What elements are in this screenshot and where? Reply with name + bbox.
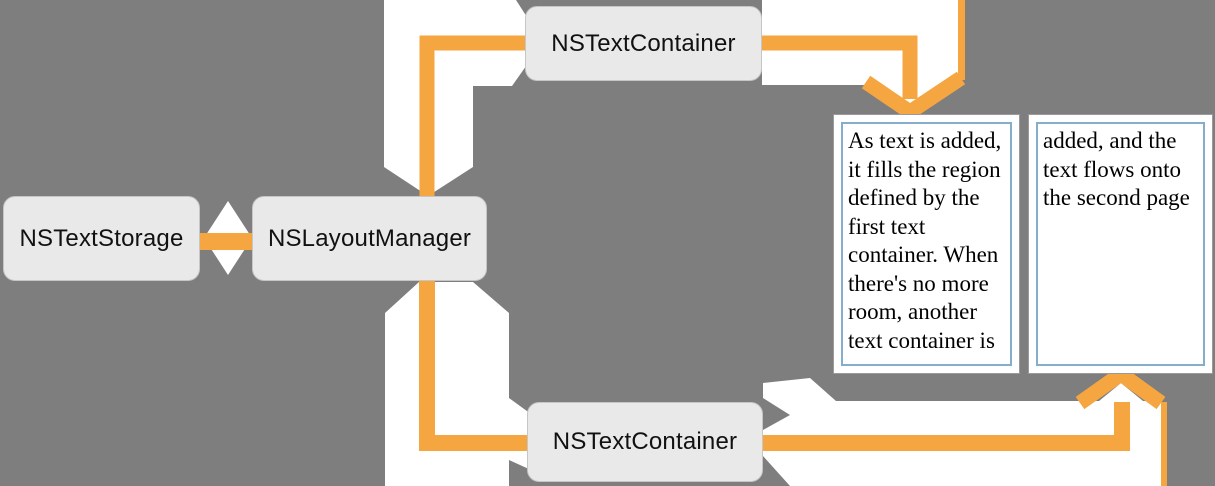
node-nstextstorage: NSTextStorage (3, 196, 200, 281)
node-nstextcontainer-bottom: NSTextContainer (527, 402, 763, 482)
page-2-text-container-outline: added, and the text flows onto the secon… (1036, 122, 1205, 366)
halo-layoutmanager-to-bottom-container (385, 282, 531, 486)
page-1: As text is added, it fills the region de… (833, 114, 1020, 374)
node-nslayoutmanager: NSLayoutManager (252, 196, 487, 281)
node-nstextstorage-label: NSTextStorage (19, 224, 184, 252)
page-2-line: text flows onto (1043, 156, 1181, 182)
halo-bottom-container-to-page2 (763, 378, 1161, 486)
page-2-line: added, and the (1043, 128, 1177, 153)
page-1-line: defined by the (848, 185, 980, 210)
page-1-line: there's no more (848, 270, 989, 296)
page-1-line: first text (848, 213, 926, 239)
page-1-text: As text is added, it fills the region de… (848, 127, 1010, 355)
arrowhead-down-page1 (861, 71, 966, 122)
page-1-line: it fills the region (848, 156, 1001, 182)
page-2-text: added, and the text flows onto the secon… (1043, 127, 1203, 213)
page-2-line: the second page (1043, 185, 1190, 210)
page-1-line: As text is added, (848, 128, 1002, 153)
node-nstextcontainer-bottom-label: NSTextContainer (552, 428, 738, 455)
page-1-line: text container is (848, 327, 995, 353)
page-1-line: container. When (848, 242, 999, 267)
node-nstextcontainer-top-label: NSTextContainer (551, 29, 736, 57)
connector-sliver-bottom-right (1161, 402, 1167, 486)
connector-sliver-top-right (958, 0, 965, 80)
node-nslayoutmanager-label: NSLayoutManager (267, 224, 472, 252)
halo-layoutmanager-to-top-container (384, 0, 543, 196)
connector-storage-layoutmanager (200, 233, 252, 250)
connector-layoutmanager-bottom-container (419, 281, 530, 451)
arrowhead-up-page2 (1075, 364, 1166, 410)
connector-bottom-container-page2 (763, 402, 1130, 451)
node-nstextcontainer-top: NSTextContainer (525, 6, 762, 81)
page-2: added, and the text flows onto the secon… (1028, 114, 1213, 374)
page-1-line: room, another (848, 299, 978, 324)
page-1-text-container-outline: As text is added, it fills the region de… (841, 122, 1012, 366)
